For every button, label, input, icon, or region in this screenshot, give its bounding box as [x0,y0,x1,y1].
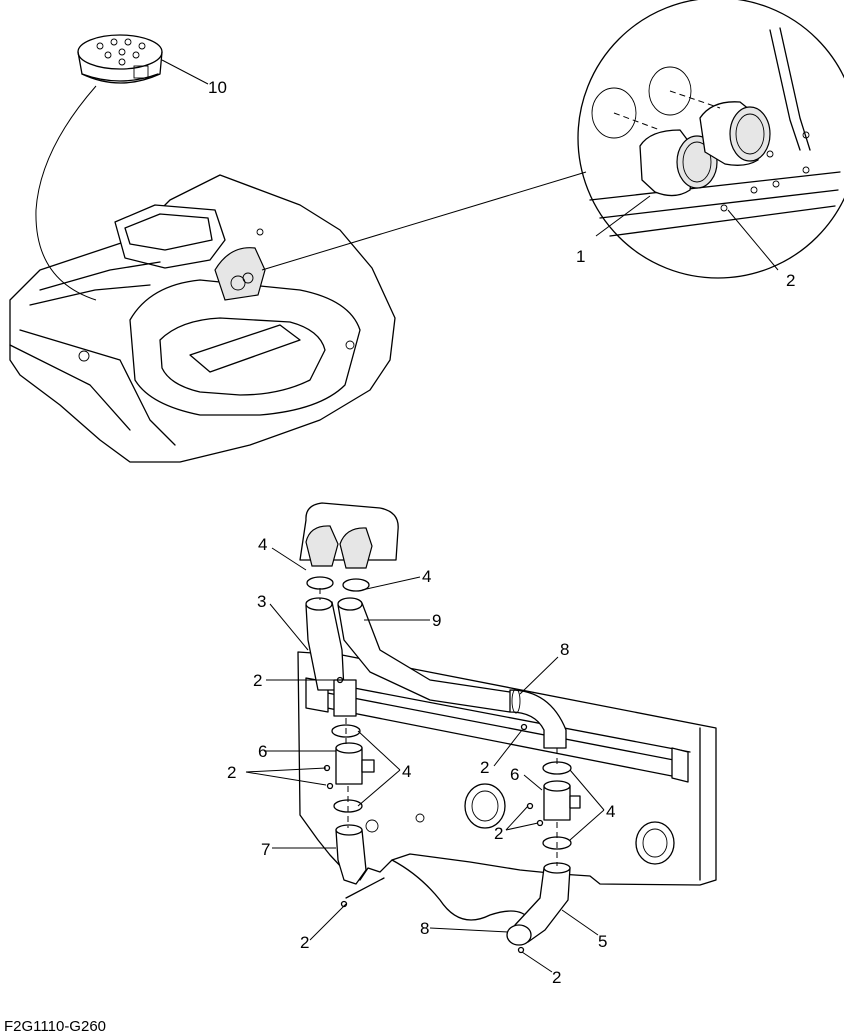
callout-9: 9 [432,611,441,630]
hull-deck-view [9,174,396,463]
callout-4-d: 4 [606,802,615,821]
callout-2-top: 2 [786,271,795,290]
callout-10: 10 [208,78,227,97]
callout-8-bottom: 8 [420,919,429,938]
callout-4-c: 4 [402,762,411,781]
callout-1: 1 [576,247,585,266]
callout-6-right: 6 [510,765,519,784]
callout-2-b: 2 [253,671,262,690]
callout-2-f: 2 [300,933,309,952]
callout-2-g: 2 [552,968,561,987]
callout-2-c: 2 [227,763,236,782]
callout-labels: 10 1 2 4 4 3 9 8 2 6 2 4 2 6 4 2 7 2 8 5… [208,78,795,987]
callout-8-top: 8 [560,640,569,659]
callout-6-left: 6 [258,742,267,761]
callout-5: 5 [598,932,607,951]
callout-2-e: 2 [494,824,503,843]
drawing-code: F2G1110-G260 [4,1018,106,1035]
callout-2-d: 2 [480,758,489,777]
callout-4-b: 4 [422,567,431,586]
callout-7: 7 [261,840,270,859]
callout-3: 3 [257,592,266,611]
vent-cap-part-10 [77,34,163,84]
detail-circle-vents [577,0,844,279]
hose-assembly [297,502,717,954]
callout-4-a: 4 [258,535,267,554]
callout-leaders [245,547,605,973]
